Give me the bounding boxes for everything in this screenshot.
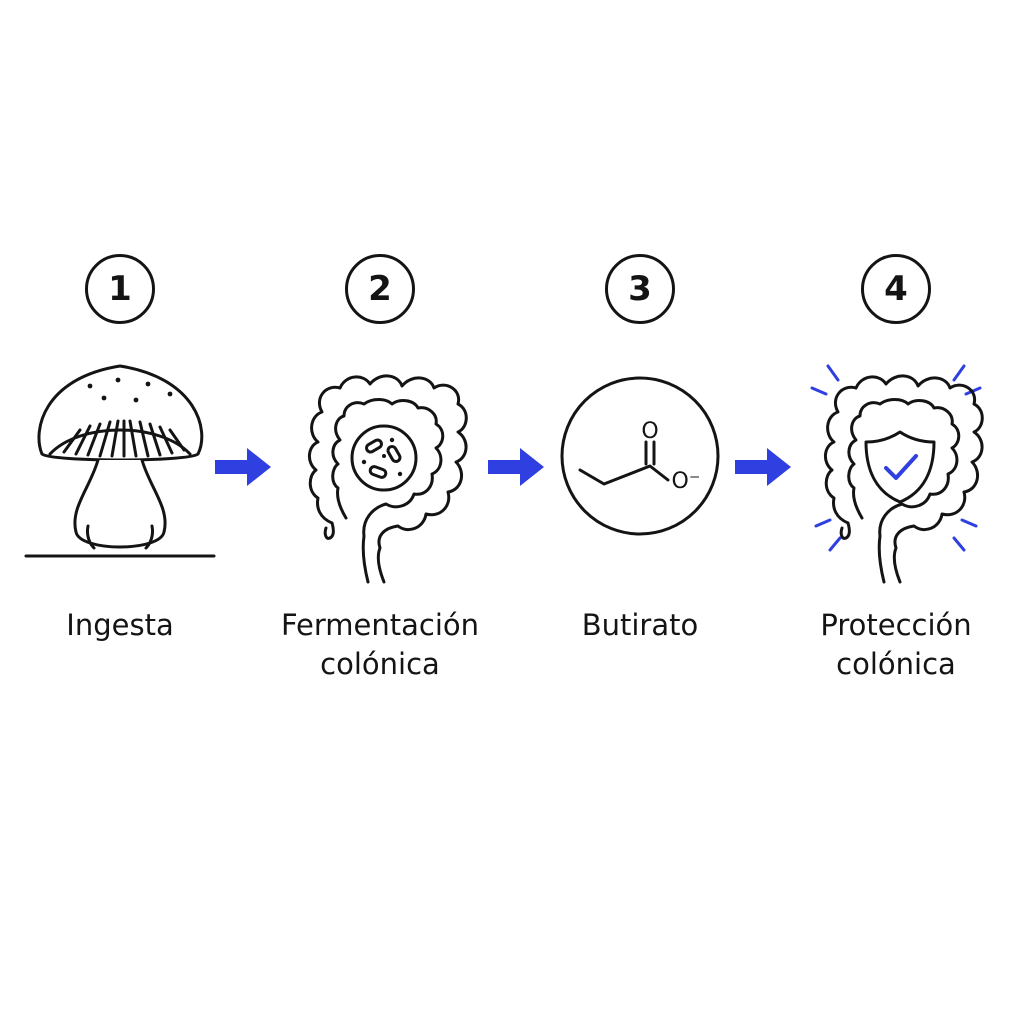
step-label: Fermentación colónica — [280, 608, 480, 681]
colon-shield-icon — [810, 364, 984, 584]
step-proteccion: 4 Protección colónica — [776, 0, 1016, 1024]
step-butirato: 3 O O⁻ Butirato — [520, 0, 760, 1024]
colon-bacteria-icon — [308, 374, 468, 584]
arrow-right-icon — [735, 448, 791, 486]
arrow-right-icon — [488, 448, 544, 486]
butyrate-molecule-icon: O O⁻ — [560, 376, 720, 536]
step-label: Protección colónica — [820, 608, 972, 681]
mushroom-icon — [24, 364, 216, 558]
step-number: 1 — [85, 254, 155, 324]
step-ingesta: 1 Ingesta — [0, 0, 240, 1024]
step-fermentacion: 2 Fermentación colónica — [260, 0, 500, 1024]
oxygen-charge-label: O⁻ — [672, 469, 701, 494]
step-number: 3 — [605, 254, 675, 324]
arrow-right-icon — [215, 448, 271, 486]
oxygen-label: O — [641, 419, 658, 444]
step-number: 4 — [861, 254, 931, 324]
step-label: Butirato — [581, 608, 699, 642]
step-number: 2 — [345, 254, 415, 324]
step-label: Ingesta — [66, 608, 174, 642]
